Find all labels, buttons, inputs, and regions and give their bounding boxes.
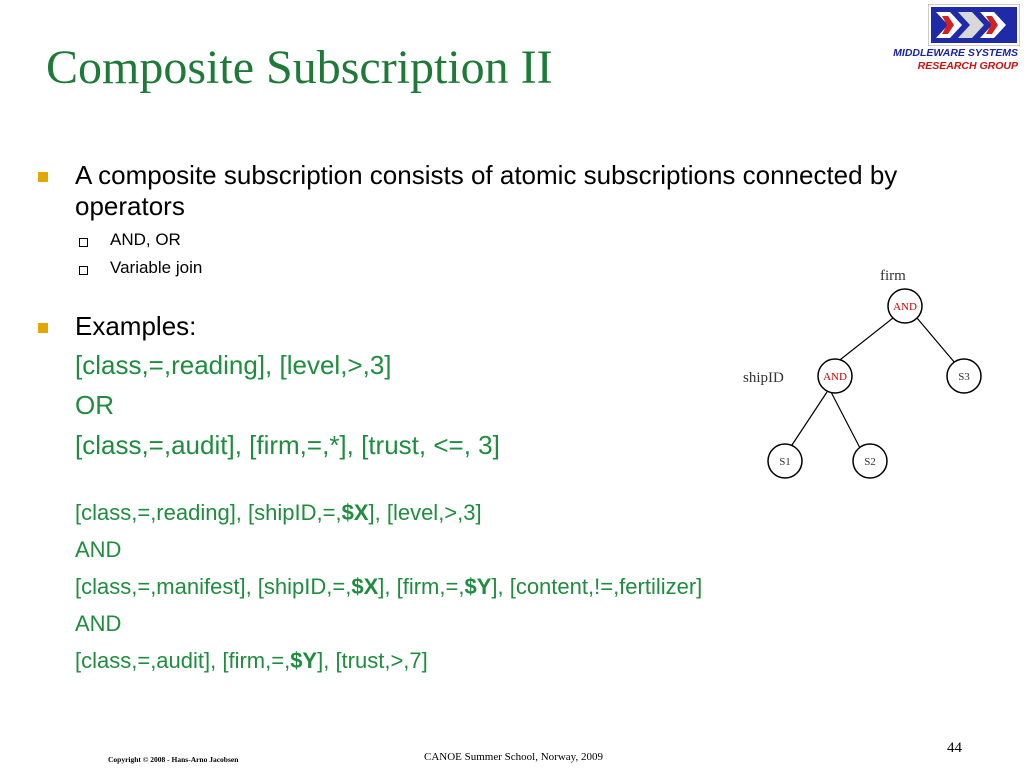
example2-line1: [class,=,reading], [shipID,=,$X], [level… (75, 500, 482, 525)
node-s3-label: S3 (958, 371, 970, 383)
bullet-text-composite: A composite subscription consists of ato… (75, 160, 898, 221)
tree-node-root: AND (887, 288, 923, 324)
sub-bullet-marker (79, 238, 88, 247)
sub-item-and-or: AND, OR (110, 230, 181, 249)
tree-edge (916, 317, 956, 364)
example2-line2: AND (75, 537, 122, 562)
logo-caption: MIDDLEWARE SYSTEMS RESEARCH GROUP (893, 47, 1018, 73)
example1-line3: [class,=,audit], [firm,=,*], [trust, <=,… (75, 430, 500, 460)
tree-node-s1: S1 (767, 443, 803, 479)
tree-edge (830, 391, 861, 449)
node-s2-label: S2 (864, 456, 876, 468)
msrg-logo-icon (928, 4, 1020, 46)
subscription-tree-diagram: firm shipID AND AND S3 S1 S2 (743, 268, 982, 479)
node-s1-label: S1 (779, 456, 791, 468)
tree-edge (835, 317, 894, 364)
bullet-marker (38, 172, 48, 182)
example1-line2: OR (75, 390, 114, 420)
slide-title: Composite Subscription II (46, 41, 553, 94)
sub-item-variable-join: Variable join (110, 258, 203, 277)
tree-node-s2: S2 (852, 443, 888, 479)
example2-line5: [class,=,audit], [firm,=,$Y], [trust,>,7… (75, 648, 428, 673)
node-mid-label: AND (823, 371, 847, 383)
example1-line1: [class,=,reading], [level,>,3] (75, 350, 392, 380)
page-number: 44 (947, 740, 962, 756)
tree-edge (789, 391, 828, 449)
logo-line-2: RESEARCH GROUP (917, 60, 1018, 72)
example2-line3: [class,=,manifest], [shipID,=,$X], [firm… (75, 574, 703, 599)
logo-line-1: MIDDLEWARE SYSTEMS (893, 47, 1018, 59)
tree-label-shipid: shipID (743, 370, 784, 386)
bullet-marker (38, 323, 48, 333)
bullet-text-examples: Examples: (75, 311, 197, 341)
tree-label-firm: firm (880, 268, 906, 284)
footer-event: CANOE Summer School, Norway, 2009 (424, 751, 603, 763)
sub-bullet-marker (79, 266, 88, 275)
example2-line4: AND (75, 611, 122, 636)
tree-node-s3: S3 (946, 358, 982, 394)
node-root-label: AND (893, 301, 917, 313)
tree-node-mid: AND (817, 358, 853, 394)
footer-copyright: Copyright © 2008 - Hans-Arno Jacobsen (108, 755, 239, 764)
